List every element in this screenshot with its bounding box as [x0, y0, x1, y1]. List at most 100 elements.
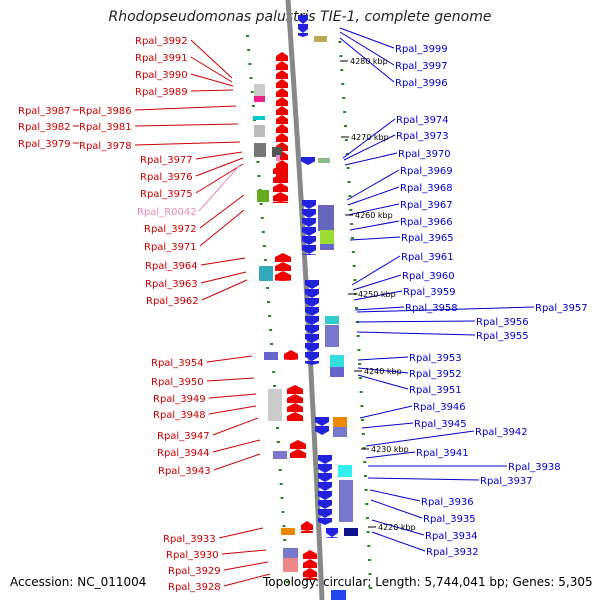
gene-box	[330, 355, 344, 367]
gene-arrow	[315, 417, 329, 426]
gene-box	[254, 84, 265, 102]
tick-mark	[355, 307, 359, 309]
gene-box	[325, 316, 339, 324]
kbp-label: 4280 kbp	[350, 57, 388, 66]
gene-arrow	[302, 227, 316, 236]
right-gene-label: Rpal_3968	[400, 183, 453, 194]
label-leader-lines	[72, 27, 535, 587]
gene-arrow	[305, 289, 319, 298]
leader-line	[352, 274, 402, 291]
leader-line	[354, 306, 405, 311]
left-gene-label: Rpal_3982	[18, 122, 71, 133]
gene-arrow	[326, 528, 338, 537]
right-gene-label: Rpal_3941	[416, 448, 469, 459]
tick-mark	[249, 77, 253, 79]
tick-mark	[359, 391, 363, 393]
gene-arrow	[298, 24, 308, 33]
tick-mark	[349, 209, 353, 211]
tick-mark	[347, 181, 351, 183]
gene-box	[330, 367, 344, 377]
gene-arrow	[305, 352, 319, 361]
leader-line	[195, 151, 243, 160]
right-gene-label: Rpal_3969	[400, 166, 453, 177]
gene-box	[264, 352, 278, 360]
leader-line	[365, 451, 416, 459]
kbp-label: 4240 kbp	[364, 367, 402, 376]
gene-box	[338, 465, 352, 477]
leader-line	[206, 355, 253, 363]
tick-mark	[365, 517, 369, 519]
kbp-label: 4230 kbp	[371, 445, 409, 454]
gene-arrow	[302, 209, 316, 218]
leader-line	[356, 320, 476, 323]
left-gene-label: Rpal_3928	[168, 582, 221, 593]
leader-line	[356, 306, 535, 313]
gene-box	[268, 389, 282, 421]
leader-line	[208, 393, 257, 399]
gene-box	[333, 417, 347, 427]
gene-arrow	[273, 201, 288, 203]
tick-mark	[351, 251, 355, 253]
left-gene-label: Rpal_R0042	[137, 207, 197, 218]
leader-line	[223, 573, 271, 587]
tick-mark	[363, 461, 367, 463]
left-gene-label: Rpal_3991	[135, 53, 188, 64]
leader-line	[353, 290, 403, 301]
gene-features	[253, 15, 358, 600]
leader-line	[134, 141, 241, 146]
gene-arrow	[287, 403, 303, 412]
left-gene-label: Rpal_3989	[135, 87, 188, 98]
left-gene-label: Rpal_3950	[151, 377, 204, 388]
tick-mark	[261, 231, 265, 233]
tick-mark	[363, 475, 367, 477]
left-gene-label: Rpal_3944	[157, 448, 210, 459]
tick-mark	[360, 405, 364, 407]
tick-mark	[350, 237, 354, 239]
tick-mark	[256, 161, 260, 163]
left-gene-label: Rpal_3981	[79, 122, 132, 133]
right-gene-label: Rpal_3958	[405, 303, 458, 314]
gene-arrow	[305, 325, 319, 334]
gene-arrow	[276, 115, 288, 124]
right-gene-label: Rpal_3965	[401, 233, 454, 244]
leader-line	[349, 236, 401, 241]
left-gene-labels: Rpal_3992Rpal_3991Rpal_3990Rpal_3989Rpal…	[18, 36, 221, 593]
gene-box	[272, 147, 282, 157]
gene-box	[320, 230, 334, 244]
leader-line	[357, 374, 409, 390]
right-gene-label: Rpal_3973	[396, 131, 449, 142]
tick-mark	[246, 35, 250, 37]
left-gene-label: Rpal_3929	[168, 566, 221, 577]
gene-arrow	[276, 124, 288, 133]
tick-mark	[361, 433, 365, 435]
tick-mark	[356, 335, 360, 337]
tick-mark	[365, 503, 369, 505]
gene-arrow	[318, 518, 332, 525]
gene-arrow	[318, 509, 332, 518]
right-gene-label: Rpal_3945	[414, 419, 467, 430]
gene-arrow	[301, 521, 313, 530]
tick-mark	[282, 525, 286, 527]
left-gene-label: Rpal_3933	[163, 534, 216, 545]
leader-line	[370, 499, 423, 519]
tick-mark	[366, 531, 370, 533]
leader-line	[199, 209, 245, 247]
leader-line	[223, 561, 269, 571]
tick-mark	[272, 371, 276, 373]
gene-arrow	[284, 350, 298, 359]
tick-mark	[273, 385, 277, 387]
tick-mark	[346, 167, 350, 169]
gene-arrow	[287, 394, 303, 403]
kbp-label: 4250 kbp	[358, 290, 396, 299]
gene-box	[331, 590, 346, 600]
gene-arrow	[273, 165, 288, 174]
tick-mark	[259, 203, 263, 205]
gene-arrow	[276, 79, 288, 88]
gene-arrow	[273, 174, 288, 183]
gene-box	[283, 548, 298, 558]
gene-box	[254, 125, 265, 137]
tick-mark	[268, 315, 272, 317]
tick-mark	[339, 55, 343, 57]
leader-line	[200, 257, 246, 266]
